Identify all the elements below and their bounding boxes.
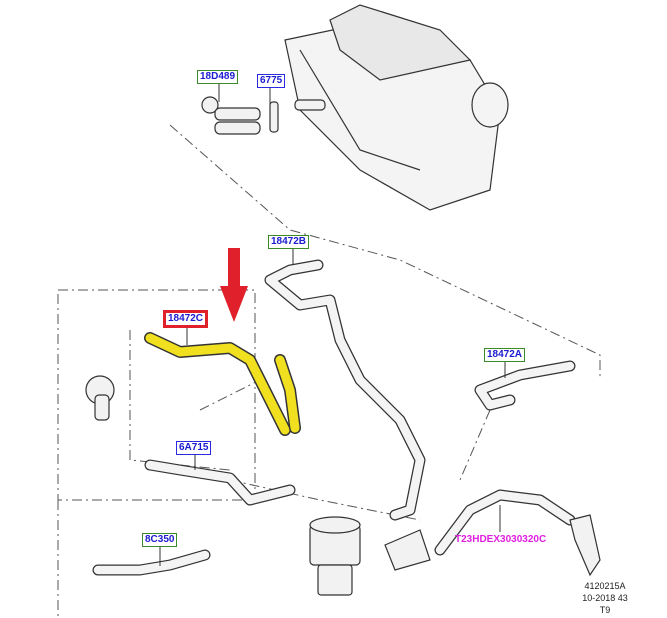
callout-6a715[interactable]: 6A715 [176,441,212,455]
callout-18472c[interactable]: 18472C [163,310,209,328]
callout-18d489[interactable]: 18D489 [197,70,239,84]
illustration-code: T23HDEX3030320C [455,534,547,545]
mounting-bracket [384,514,601,577]
highlighted-hose-18472c [144,332,301,436]
callout-18472a[interactable]: 18472A [484,348,526,362]
thermostat-housing [85,375,115,421]
meta-line-2: 10-2018 43 [582,593,628,603]
callout-8c350[interactable]: 8C350 [142,533,178,547]
heater-valve [201,96,326,135]
meta-line-1: 4120215A [584,581,626,591]
leader-lines [159,82,506,566]
meta-line-3: T9 [599,605,611,615]
callout-6775[interactable]: 6775 [257,74,286,88]
callout-18472b[interactable]: 18472B [268,235,310,249]
diagram-meta: 4120215A 10-2018 43 T9 [570,580,640,616]
red-down-arrow-icon [220,248,248,322]
oil-cooler [309,516,361,596]
heater-core-assembly [284,4,509,211]
hoses [92,259,576,576]
